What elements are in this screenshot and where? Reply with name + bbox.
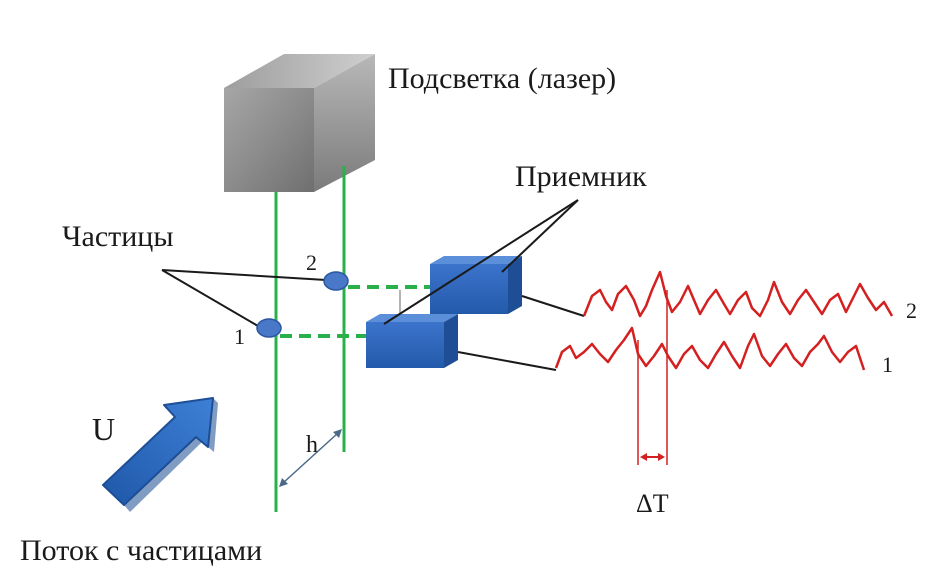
receiver-label: Приемник <box>515 160 647 193</box>
particle-1-label: 1 <box>234 324 245 349</box>
flow-label: Поток с частицами <box>20 534 262 567</box>
distance-label: h <box>306 432 318 458</box>
particle-2 <box>323 271 349 291</box>
particle-2-label: 2 <box>306 250 317 275</box>
delta-t-arrow <box>640 453 665 461</box>
flow-arrow <box>102 397 218 512</box>
particles-pointer-2 <box>161 269 327 281</box>
receiver-1-side <box>444 314 458 368</box>
receiver-1 <box>366 314 458 368</box>
receiver-1-front <box>366 322 444 368</box>
particle-1 <box>256 318 282 338</box>
receiver-2 <box>430 256 522 314</box>
laser-label: Подсветка (лазер) <box>388 62 616 95</box>
receiver-2-side <box>508 256 522 314</box>
signal-link-2 <box>521 295 585 317</box>
signal-link-1 <box>457 351 557 371</box>
delta-t-label: ΔT <box>636 489 669 518</box>
receiver-2-top <box>430 256 522 264</box>
laser-box-side <box>314 54 375 192</box>
signal-trace-2 <box>582 270 894 318</box>
signal-1-label: 1 <box>882 352 893 377</box>
velocity-label: U <box>92 411 115 447</box>
laser-box <box>224 54 375 192</box>
receiver-2-front <box>430 264 508 314</box>
particles-pointer-1 <box>161 269 259 327</box>
signal-2-label: 2 <box>906 298 917 323</box>
distance-h-arrow <box>279 429 342 487</box>
signal-trace-1 <box>554 326 866 371</box>
particles-label: Частицы <box>62 220 174 253</box>
laser-box-front <box>224 88 314 192</box>
laser-box-top <box>224 54 375 88</box>
receiver-pointer-1 <box>383 199 579 325</box>
receiver-1-top <box>366 314 458 322</box>
receiver-pointer-2 <box>501 199 579 273</box>
